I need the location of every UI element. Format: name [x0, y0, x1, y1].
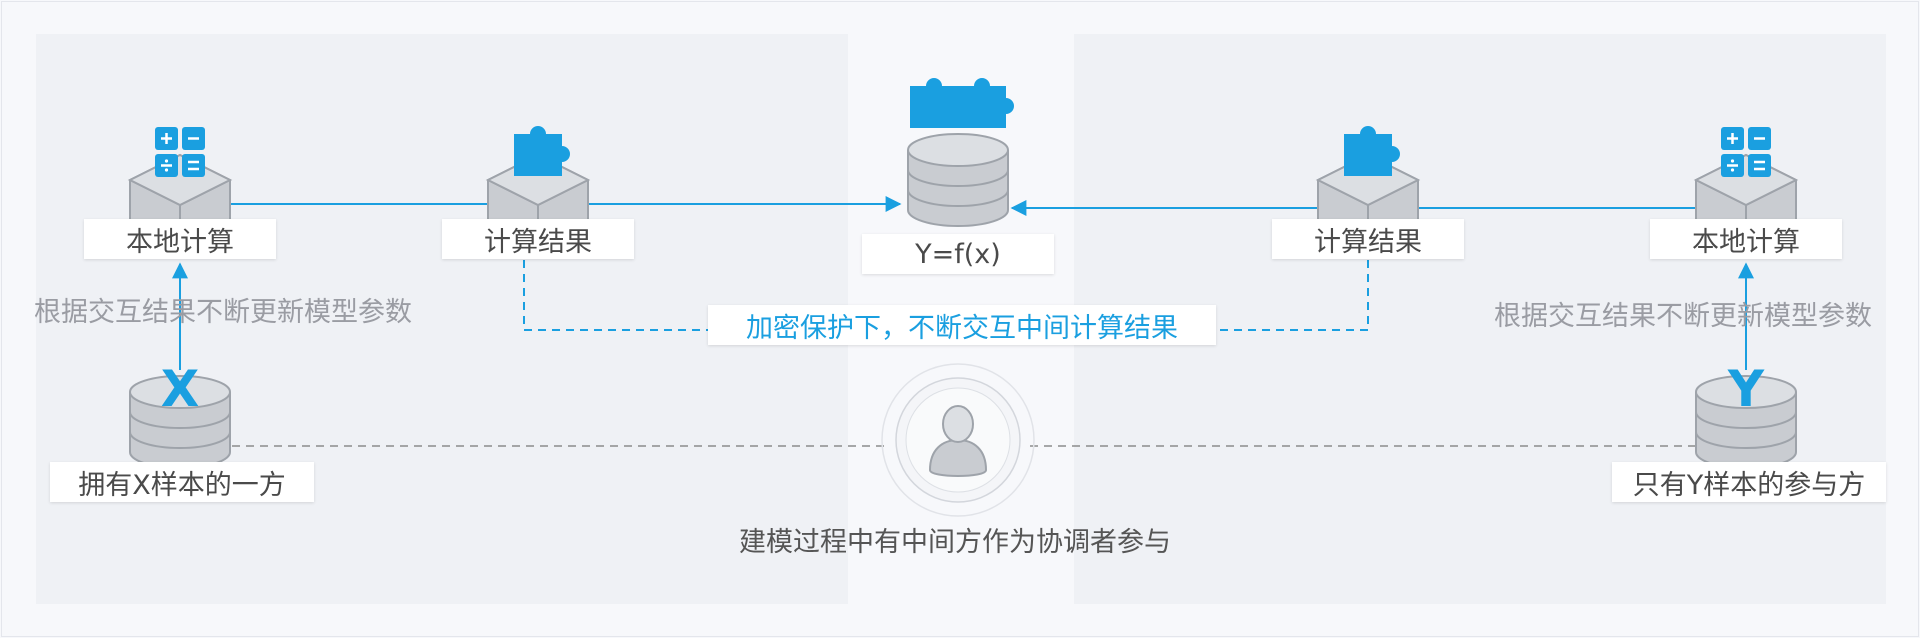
- y-letter: Y: [1727, 360, 1765, 418]
- right-compute-result-label: 计算结果: [1272, 219, 1464, 259]
- encrypted-exchange-label: 加密保护下，不断交互中间计算结果: [708, 305, 1216, 345]
- y-party-label: 只有Y样本的参与方: [1612, 462, 1886, 502]
- left-update-note: 根据交互结果不断更新模型参数: [34, 297, 412, 328]
- coordinator-person-icon: [881, 363, 1035, 517]
- coordinator-caption: 建模过程中有中间方作为协调者参与: [739, 527, 1171, 558]
- left-puzzle-icon: [514, 126, 570, 176]
- model-label: Y=f(x): [862, 234, 1054, 274]
- left-local-compute-label: 本地计算: [84, 219, 276, 259]
- x-party-label: 拥有X样本的一方: [50, 462, 314, 502]
- right-puzzle-icon: [1344, 126, 1400, 176]
- model-puzzle-right-icon: [958, 78, 1014, 128]
- model-puzzle-left-icon: [910, 78, 966, 128]
- right-exchange-dashed-line: [1218, 260, 1369, 331]
- right-local-compute-label: 本地计算: [1650, 219, 1842, 259]
- left-exchange-dashed-line: [523, 260, 708, 331]
- right-update-note: 根据交互结果不断更新模型参数: [1494, 301, 1872, 332]
- left-compute-result-label: 计算结果: [442, 219, 634, 259]
- x-letter: X: [160, 360, 200, 418]
- model-database-icon: [907, 133, 1009, 227]
